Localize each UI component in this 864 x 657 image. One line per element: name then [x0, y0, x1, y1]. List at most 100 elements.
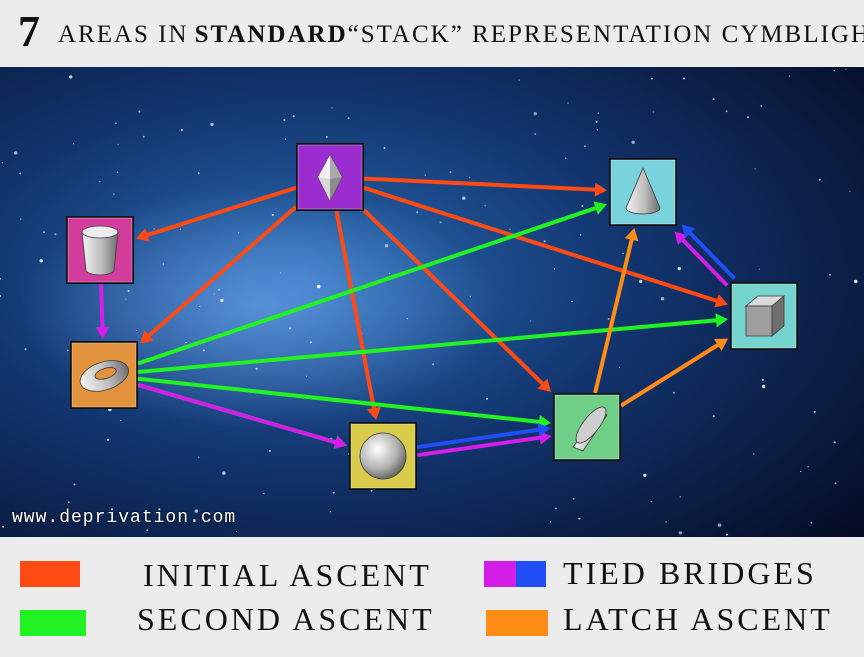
edge-tied_purple-torus-to-sphere	[137, 382, 347, 449]
star	[142, 135, 145, 138]
star	[597, 112, 599, 114]
star	[384, 244, 389, 248]
star	[135, 329, 138, 331]
arrowhead	[714, 338, 728, 351]
star	[725, 110, 728, 113]
star	[550, 521, 552, 523]
star	[553, 268, 556, 270]
diagram-svg	[0, 67, 864, 537]
star	[0, 295, 2, 297]
star	[125, 298, 127, 300]
star	[807, 466, 809, 468]
node-cylinder	[66, 216, 134, 284]
arrowhead	[593, 201, 607, 215]
star	[197, 172, 200, 175]
star	[834, 482, 837, 485]
edge-line	[99, 283, 105, 330]
node-sphere	[349, 422, 417, 490]
star	[185, 342, 187, 344]
edge-initial-octahedron-to-sphere	[334, 210, 381, 420]
star	[572, 497, 575, 500]
star	[677, 266, 681, 271]
star	[19, 172, 22, 175]
legend-swatch-initial	[20, 561, 80, 587]
star	[67, 349, 69, 351]
star	[432, 363, 435, 366]
star	[581, 205, 584, 207]
star	[388, 272, 390, 275]
star	[469, 295, 471, 297]
star	[726, 533, 729, 536]
edge-line	[145, 205, 298, 339]
star	[650, 77, 653, 80]
edge-line	[619, 342, 721, 408]
star	[712, 415, 715, 418]
title-bar: 7 AREAS IN STANDARD“STACK” REPRESENTATIO…	[0, 0, 864, 67]
star	[643, 473, 647, 477]
star	[153, 228, 155, 230]
star	[14, 151, 18, 155]
title-part-1: AREAS IN	[58, 21, 189, 48]
star	[718, 523, 722, 527]
edge-line	[137, 382, 339, 445]
arrowhead	[594, 182, 607, 197]
star	[543, 240, 546, 243]
edge-line	[416, 427, 542, 450]
edge-line	[593, 236, 635, 394]
star	[255, 367, 258, 370]
torus-icon	[79, 360, 129, 392]
legend-label-tied: TIED BRIDGES	[563, 555, 817, 591]
edge-latch-cut-cylinder-to-cube	[619, 338, 728, 408]
star	[280, 272, 282, 274]
star	[530, 320, 532, 322]
star	[565, 157, 567, 159]
star	[462, 196, 466, 200]
arrowhead	[333, 435, 347, 449]
star	[813, 410, 816, 413]
cylinder-icon	[81, 225, 119, 276]
edge-initial-octahedron-to-cone	[363, 176, 607, 197]
star	[595, 120, 598, 123]
arrowhead	[537, 422, 551, 437]
edge-initial-octahedron-to-cube	[363, 185, 728, 308]
star	[439, 221, 442, 224]
star	[317, 284, 321, 289]
star	[449, 171, 452, 174]
star	[583, 145, 586, 148]
node-cone	[609, 158, 677, 226]
star	[305, 375, 308, 377]
star	[99, 181, 101, 183]
star	[678, 531, 682, 535]
star	[854, 279, 858, 284]
star	[660, 297, 665, 301]
star	[818, 178, 821, 181]
star	[833, 70, 835, 72]
star	[673, 391, 675, 394]
star	[845, 68, 847, 70]
star	[639, 279, 643, 284]
legend: INITIAL ASCENT SECOND ASCENT TIED BRIDGE…	[0, 537, 864, 657]
star	[329, 511, 331, 513]
star	[180, 129, 183, 131]
star	[347, 117, 350, 120]
sphere-icon	[359, 432, 407, 480]
edge-line	[363, 176, 598, 192]
star	[761, 384, 766, 389]
star	[115, 122, 117, 124]
star	[0, 277, 1, 280]
arrowhead	[95, 326, 110, 339]
edge-line	[137, 205, 599, 366]
diagram-area	[0, 67, 864, 537]
star	[567, 102, 569, 104]
star	[268, 450, 271, 452]
edge-initial-octahedron-to-cylinder	[136, 185, 297, 242]
star	[107, 438, 110, 441]
edge-line	[137, 376, 542, 425]
star	[849, 190, 851, 192]
star	[416, 211, 419, 214]
edge-initial-octahedron-to-cut-cylinder	[362, 208, 551, 392]
star	[331, 107, 333, 109]
star	[292, 115, 295, 118]
star	[120, 419, 122, 421]
star	[238, 232, 240, 234]
